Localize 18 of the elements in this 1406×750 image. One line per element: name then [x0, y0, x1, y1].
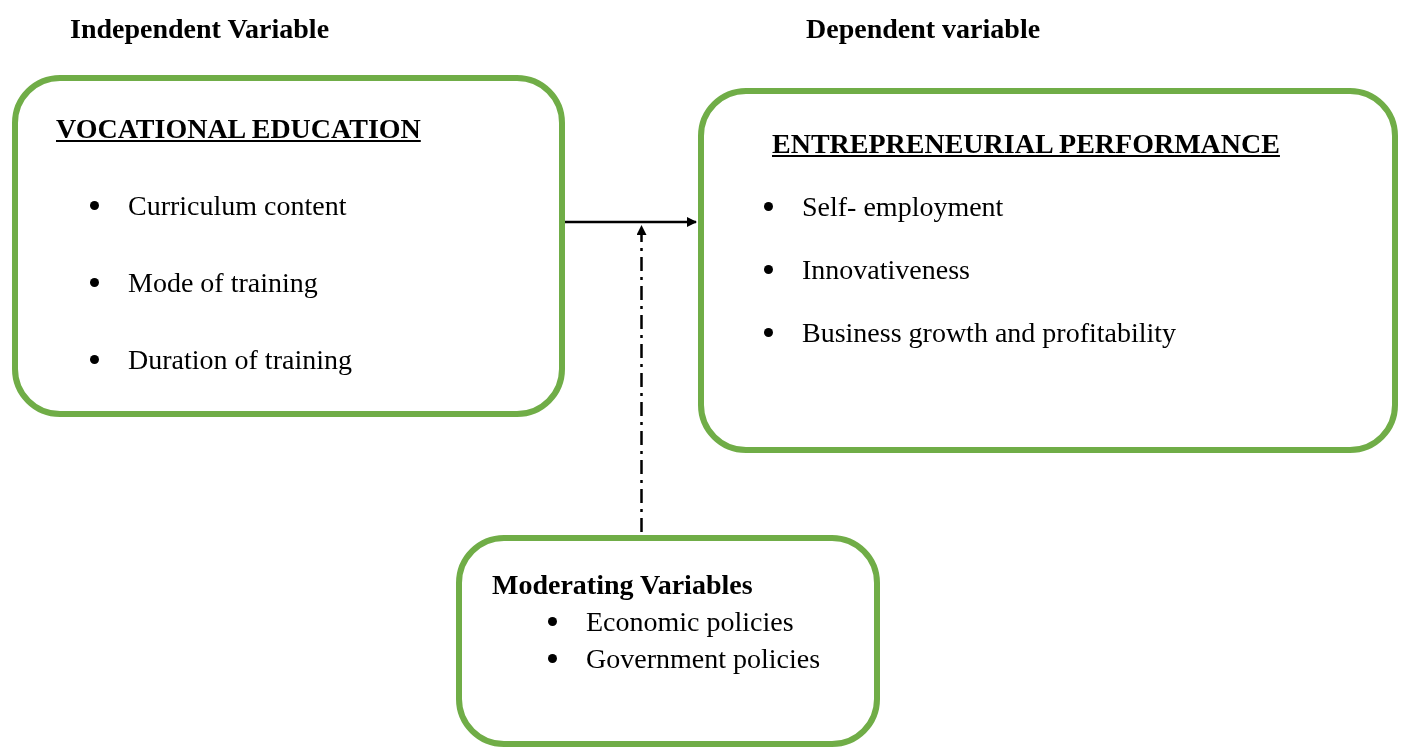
arrow: [636, 225, 647, 532]
bullet-text: Self- employment: [802, 191, 1004, 222]
bullet-text: Economic policies: [586, 606, 794, 637]
bullet-text: Innovativeness: [802, 254, 970, 285]
box-heading: VOCATIONAL EDUCATION: [56, 112, 421, 146]
variable-box: [698, 88, 1398, 453]
bullet-text: Business growth and profitability: [802, 317, 1177, 348]
bullet-text: Mode of training: [128, 267, 318, 298]
column-heading: Dependent variable: [806, 12, 1041, 46]
column-heading: Independent Variable: [70, 12, 330, 46]
box-heading: ENTREPRENEURIAL PERFORMANCE: [772, 127, 1280, 161]
bullet-text: Duration of training: [128, 344, 352, 375]
bullet-text: Curriculum content: [128, 190, 347, 221]
variable-box: [12, 75, 565, 417]
bullet-text: Government policies: [586, 643, 821, 674]
arrow: [565, 217, 697, 227]
variable-box: [456, 535, 880, 747]
box-heading: Moderating Variables: [492, 568, 753, 602]
